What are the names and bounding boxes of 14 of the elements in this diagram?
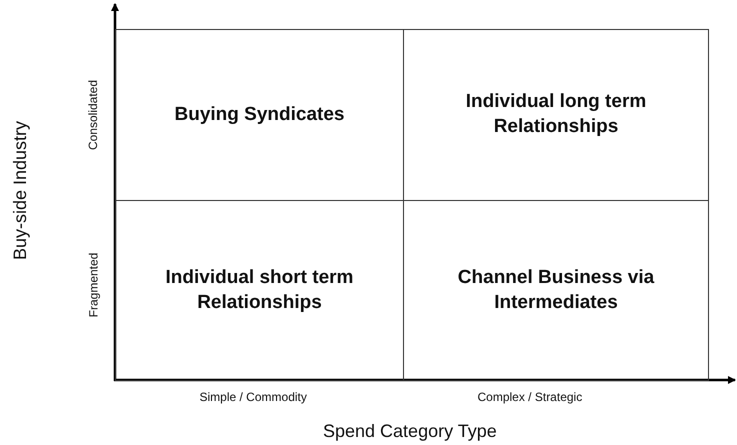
quadrant-cell xyxy=(115,29,404,201)
quadrant-label: Buying Syndicates xyxy=(174,102,344,127)
axis-title: Buy-side Industry xyxy=(10,120,31,260)
quadrant-cell xyxy=(403,29,709,201)
quadrant-label: Channel Business via Intermediates xyxy=(456,266,656,314)
quadrant-label: Individual short term Relationships xyxy=(164,266,354,314)
axis-tick-label: Simple / Commodity xyxy=(200,390,307,404)
axis-tick-label: Consolidated xyxy=(86,80,100,150)
axis-tick-label: Complex / Strategic xyxy=(478,390,582,404)
axis-title: Spend Category Type xyxy=(323,420,497,442)
axis-tick-label: Fragmented xyxy=(86,252,100,318)
quadrant-cell xyxy=(115,200,404,381)
quadrant-cell xyxy=(403,200,709,381)
quadrant-label: Individual long term Relationships xyxy=(464,90,648,139)
